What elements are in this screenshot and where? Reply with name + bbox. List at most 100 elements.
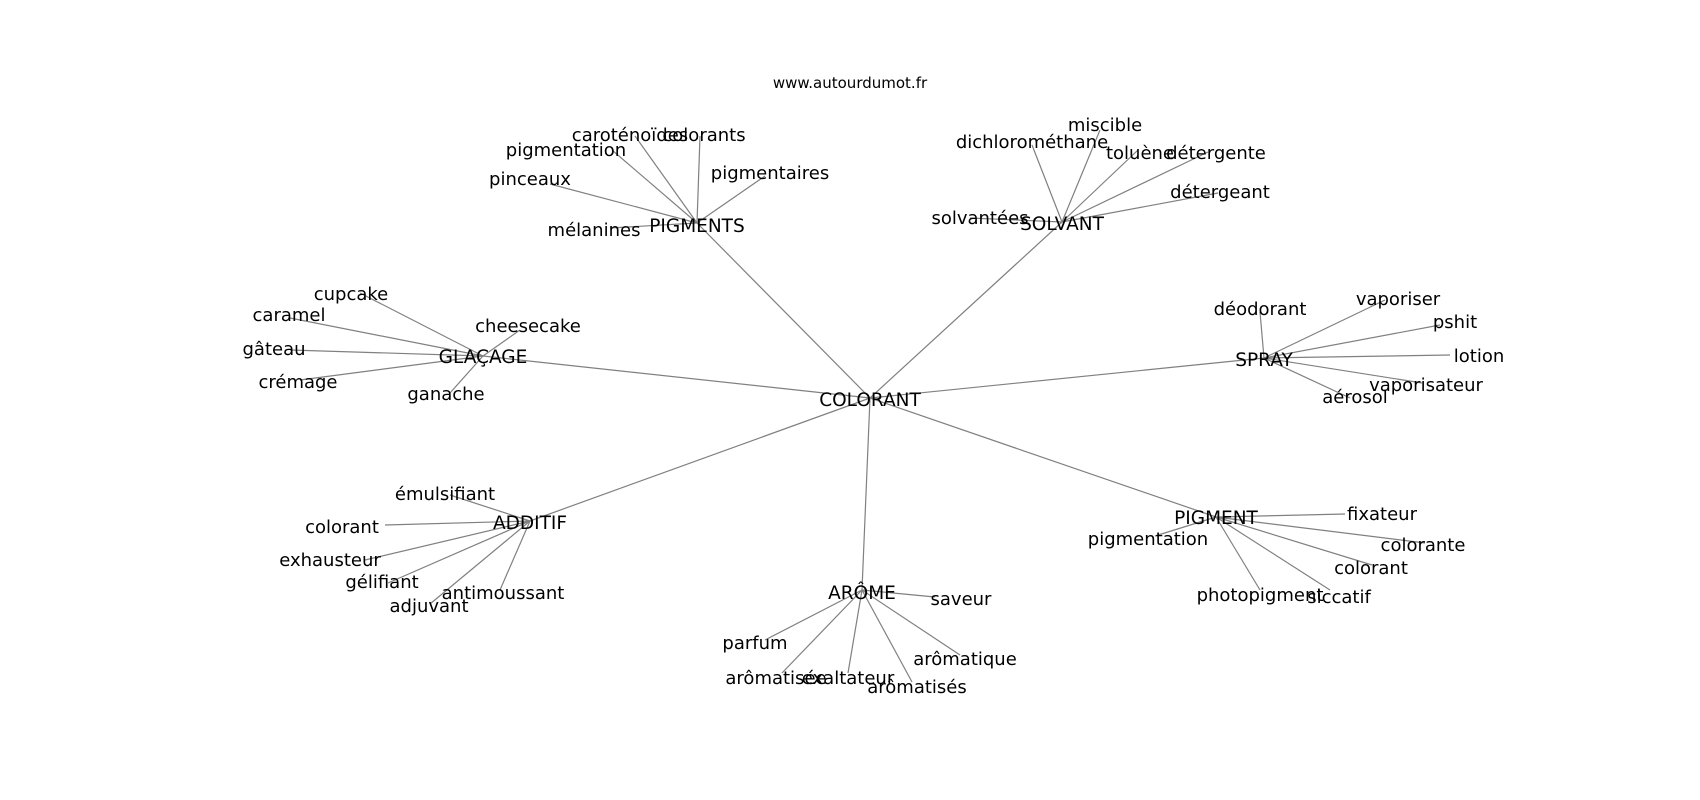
word-node-exaltateur: exaltateur [802,668,895,689]
word-node-fixateur: fixateur [1347,504,1418,525]
word-node-deodorant: déodorant [1214,299,1307,320]
edge-pigments-pigmentation [611,149,698,224]
edge-solvant-dichloromethane [1031,144,1063,223]
word-node-parfum: parfum [722,633,787,654]
edge-center-additif [529,397,871,522]
edge-additif-gelifiant [387,520,531,584]
edge-solvant-solvantees [969,217,1063,223]
edge-center-arome [861,397,871,591]
edge-pigment-colorant [1215,516,1373,566]
word-node-dichloromethane: dichlorométhane [956,132,1108,153]
edge-solvant-miscible [1061,129,1101,223]
edge-center-solvant [869,221,1063,399]
edge-arome-aromatises [861,589,913,683]
edge-pigments-colorants [696,135,701,224]
word-node-cheesecake: cheesecake [475,316,581,337]
hub-node-solvant: SOLVANT [1020,214,1105,235]
edge-arome-exaltateur [847,589,863,674]
word-node-gateau: gâteau [242,339,305,360]
word-node-pinceaux: pinceaux [489,169,571,190]
edge-pigments-carotenoides [634,135,698,224]
word-node-cupcake: cupcake [314,284,389,305]
edge-spray-aerosol [1263,357,1351,399]
edge-additif-emulsifiant [449,494,531,522]
edge-additif-antimoussant [499,520,531,591]
word-node-melanines: mélanines [548,220,641,241]
edge-glacage-cupcake [359,292,484,357]
edge-additif-colorant [384,520,531,526]
word-node-colorant: colorant [1334,558,1408,579]
word-node-detergente: détergente [1166,143,1266,164]
word-node-carotenoides: caroténoïdes [572,125,688,146]
word-node-vaporiser: vaporiser [1356,289,1441,310]
edge-arome-aromatique [861,589,961,656]
word-node-pshit: pshit [1433,312,1477,333]
word-node-ganache: ganache [407,384,484,405]
word-node-aromatique: arômatique [913,649,1017,670]
edge-pigments-melanines [609,222,698,229]
edge-pigment-colorante [1215,516,1426,544]
edge-spray-lotion [1263,354,1451,359]
word-node-solvantees: solvantées [931,208,1028,229]
edge-spray-vaporisateur [1263,357,1423,384]
hub-node-pigments: PIGMENTS [649,216,744,237]
word-node-siccatif: siccatif [1307,587,1371,608]
site-url-label: www.autourdumot.fr [773,74,928,92]
edge-pigments-pigmentaires [696,175,766,224]
edge-pigment-photopigment [1215,516,1261,591]
graph-edges [289,129,1451,683]
edge-glacage-gateau [289,349,484,357]
edge-center-spray [869,357,1265,399]
word-node-miscible: miscible [1068,115,1142,136]
word-node-caramel: caramel [253,305,326,326]
word-node-detergeant: détergeant [1170,182,1270,203]
word-node-antimoussant: antimoussant [442,583,565,604]
word-node-colorant: colorant [305,517,379,538]
word-node-colorante: colorante [1381,535,1466,556]
edge-center-pigment [869,397,1217,518]
edge-glacage-ganache [449,355,484,394]
word-node-pigmentation: pigmentation [1088,529,1208,550]
edge-spray-pshit [1263,324,1441,359]
word-node-emulsifiant: émulsifiant [395,484,495,505]
hub-node-additif: ADDITIF [493,513,567,534]
hub-node-glacage: GLAÇAGE [439,347,528,368]
word-node-aromatisee: arômatisée [725,668,826,689]
word-node-colorants: colorants [662,125,745,146]
edge-center-glacage [482,355,871,399]
word-node-lotion: lotion [1454,346,1505,367]
word-node-pigmentation: pigmentation [506,140,626,161]
word-node-saveur: saveur [931,589,993,610]
word-node-aromatises: arômatisés [867,677,967,698]
edge-glacage-cremage [299,355,484,381]
word-node-gelifiant: gélifiant [345,572,418,593]
hub-node-spray: SPRAY [1235,350,1293,371]
word-node-exhausteur: exhausteur [279,550,381,571]
hub-node-pigment: PIGMENT [1174,508,1258,529]
edge-glacage-cheesecake [482,329,521,357]
word-node-aerosol: aérosol [1322,387,1388,408]
edge-pigment-fixateur [1215,513,1346,518]
word-node-cremage: crémage [258,372,337,393]
word-node-pigmentaires: pigmentaires [711,163,829,184]
edge-spray-deodorant [1259,311,1265,359]
word-node-toluene: toluène [1106,143,1174,164]
edge-pigment-siccatif [1215,516,1331,591]
edge-additif-adjuvant [429,520,531,605]
word-node-vaporisateur: vaporisateur [1369,375,1483,396]
hub-node-arome: ARÔME [828,582,896,604]
word-node-photopigment: photopigment [1197,585,1324,606]
edge-solvant-detergeant [1061,192,1219,223]
edge-center-pigments [696,222,871,399]
edge-arome-parfum [764,589,863,641]
graph-labels: COLORANT PIGMENTS mélanines pinceaux pigment… [242,115,1504,698]
edge-spray-vaporiser [1263,299,1386,359]
edge-arome-aromatisee [781,589,863,674]
edge-glacage-caramel [289,317,484,357]
edge-arome-saveur [861,589,936,598]
center-node-colorant: COLORANT [819,390,921,411]
edge-additif-exhausteur [364,520,531,561]
edge-solvant-detergente [1061,151,1209,223]
edge-pigments-pinceaux [549,183,698,224]
